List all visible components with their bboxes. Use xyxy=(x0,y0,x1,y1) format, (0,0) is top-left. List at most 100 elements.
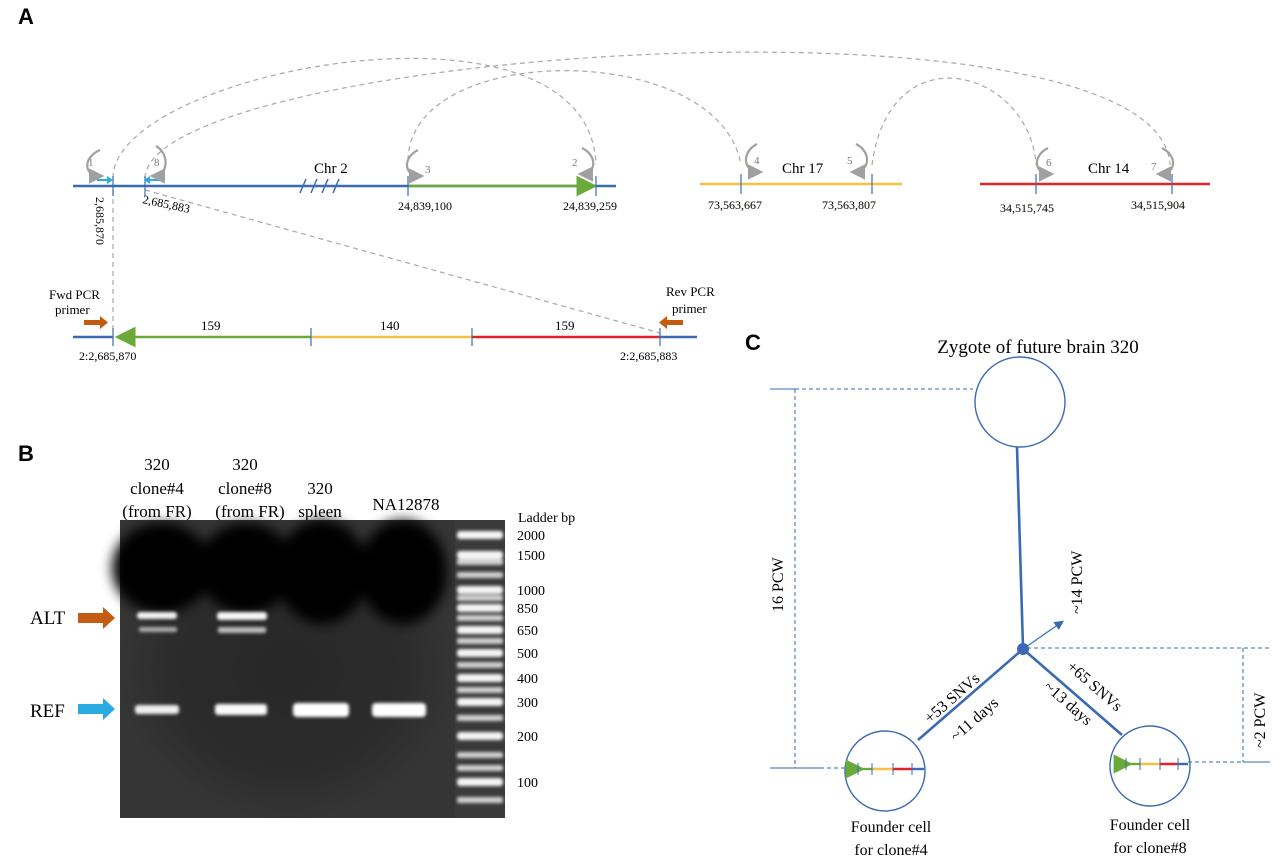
junction-7-num: 7 xyxy=(1151,161,1157,173)
pcw14-label: ~14 PCW xyxy=(1069,550,1086,614)
ladder-band xyxy=(457,732,503,740)
chr14-label: Chr 14 xyxy=(1088,161,1130,177)
ladder-band xyxy=(457,674,503,682)
segment-length-1: 159 xyxy=(201,318,221,333)
product-right-coord: 2:2,685,883 xyxy=(620,349,677,363)
ladder-tick-label: 1500 xyxy=(517,549,545,564)
junction-5-icon xyxy=(849,143,869,180)
segment-length-2: 140 xyxy=(380,318,400,333)
ladder-band xyxy=(457,595,503,601)
fwd-primer-line2: primer xyxy=(55,302,90,317)
ladder-tick-label: 2000 xyxy=(517,529,545,544)
ladder-band xyxy=(457,698,503,706)
branch-point xyxy=(1017,643,1029,655)
ladder-tick-label: 650 xyxy=(517,624,538,639)
chr17-track: Chr 17 73,563,667 73,563,807 xyxy=(700,161,902,212)
ladder-band xyxy=(457,551,503,559)
pcw2-label: ~2 PCW xyxy=(1252,692,1269,748)
founder-cell-8 xyxy=(1109,725,1191,807)
lane1-line2: clone#4 xyxy=(130,479,184,498)
pcr-product: Fwd PCR primer Rev PCR primer 159 140 15… xyxy=(49,284,715,363)
junction-7-icon xyxy=(1155,147,1175,182)
chr2-coord-1: 2,685,870 xyxy=(93,197,107,245)
ladder-tick-label: 500 xyxy=(517,647,538,662)
junction-arcs xyxy=(112,51,1171,334)
chr17-label: Chr 17 xyxy=(782,161,824,177)
ref-rev-primer-icon xyxy=(144,176,160,184)
ladder-bands xyxy=(457,531,503,803)
founder8-line1: Founder cell xyxy=(1110,817,1191,834)
ladder-band xyxy=(457,778,503,786)
junction-4-num: 4 xyxy=(754,155,760,167)
chr2-track: Chr 2 2,685,870 2,685,883 24,839,100 24,… xyxy=(73,161,617,245)
lane4-line1: NA12878 xyxy=(372,495,439,514)
junction-8-icon xyxy=(149,145,167,184)
lineage-tree xyxy=(770,356,1270,812)
junction-4-icon xyxy=(744,143,764,180)
junction-1-num: 1 xyxy=(88,157,94,169)
ref-label: REF xyxy=(30,701,65,722)
founder8-construct xyxy=(1113,754,1188,774)
panel-a-letter: A xyxy=(18,4,34,29)
ladder-band xyxy=(457,531,503,539)
junction-markers xyxy=(86,143,1175,184)
ladder-tick-label: 850 xyxy=(517,602,538,617)
ladder-band xyxy=(457,715,503,721)
ref-fwd-primer-icon xyxy=(97,176,113,184)
founder4-construct xyxy=(845,759,924,779)
chr2-label: Chr 2 xyxy=(314,161,348,177)
ladder-band xyxy=(457,797,503,803)
chr14-track: Chr 14 34,515,745 34,515,904 xyxy=(980,161,1210,215)
junction-5-num: 5 xyxy=(847,155,853,167)
junction-2-icon xyxy=(577,147,595,182)
lane2-line2: clone#8 xyxy=(218,479,272,498)
chr17-coord-1: 73,563,667 xyxy=(708,198,762,212)
rev-primer-icon xyxy=(659,316,683,329)
chr14-coord-1: 34,515,745 xyxy=(1000,201,1054,215)
ladder-tick-label: 1000 xyxy=(517,584,545,599)
lane3-line2: spleen xyxy=(298,502,342,521)
lane3-line1: 320 xyxy=(307,479,333,498)
chr2-coord-4: 24,839,259 xyxy=(563,199,617,213)
ladder-band xyxy=(457,662,503,668)
ladder-band xyxy=(457,586,503,594)
junction-2-num: 2 xyxy=(572,157,578,169)
ladder-tick-label: 400 xyxy=(517,672,538,687)
chr2-coord-3: 24,839,100 xyxy=(398,199,452,213)
panel-b-letter: B xyxy=(18,441,34,466)
ladder-band xyxy=(457,687,503,693)
segment-length-3: 159 xyxy=(555,318,575,333)
junction-8-num: 8 xyxy=(154,157,160,169)
lane-headers: 320 clone#4 (from FR) 320 clone#8 (from … xyxy=(122,455,439,521)
alt-label: ALT xyxy=(30,608,66,629)
junction-3-num: 3 xyxy=(425,164,431,176)
zygote-label: Zygote of future brain 320 xyxy=(937,337,1139,358)
ladder-band xyxy=(457,604,503,612)
ladder-band xyxy=(457,615,503,621)
lane2-line3: (from FR) xyxy=(215,502,284,521)
ladder-band xyxy=(457,765,503,771)
zygote-cell xyxy=(974,356,1066,448)
founder4-line1: Founder cell xyxy=(851,819,932,836)
ref-arrow-icon xyxy=(78,698,115,720)
junction-1-icon xyxy=(86,148,105,184)
alt-arrow-icon xyxy=(78,607,115,629)
lane2-line1: 320 xyxy=(232,455,258,474)
gel-image xyxy=(112,520,455,818)
panel-c-letter: C xyxy=(745,330,761,355)
ladder-tick-label: 300 xyxy=(517,696,538,711)
ladder-band xyxy=(457,649,503,657)
pcw16-label: 16 PCW xyxy=(770,556,787,612)
founder8-line2: for clone#8 xyxy=(1113,840,1186,857)
lane1-line1: 320 xyxy=(144,455,170,474)
ladder-band xyxy=(457,638,503,644)
chr2-break-marks xyxy=(299,178,340,194)
rev-primer-line1: Rev PCR xyxy=(666,284,715,299)
ladder-tick-label: 200 xyxy=(517,730,538,745)
lane1-line3: (from FR) xyxy=(122,502,191,521)
founder-cell-4 xyxy=(844,730,926,812)
founder4-line2: for clone#4 xyxy=(854,842,927,859)
junction-3-icon xyxy=(405,149,425,184)
product-left-coord: 2:2,685,870 xyxy=(79,349,136,363)
